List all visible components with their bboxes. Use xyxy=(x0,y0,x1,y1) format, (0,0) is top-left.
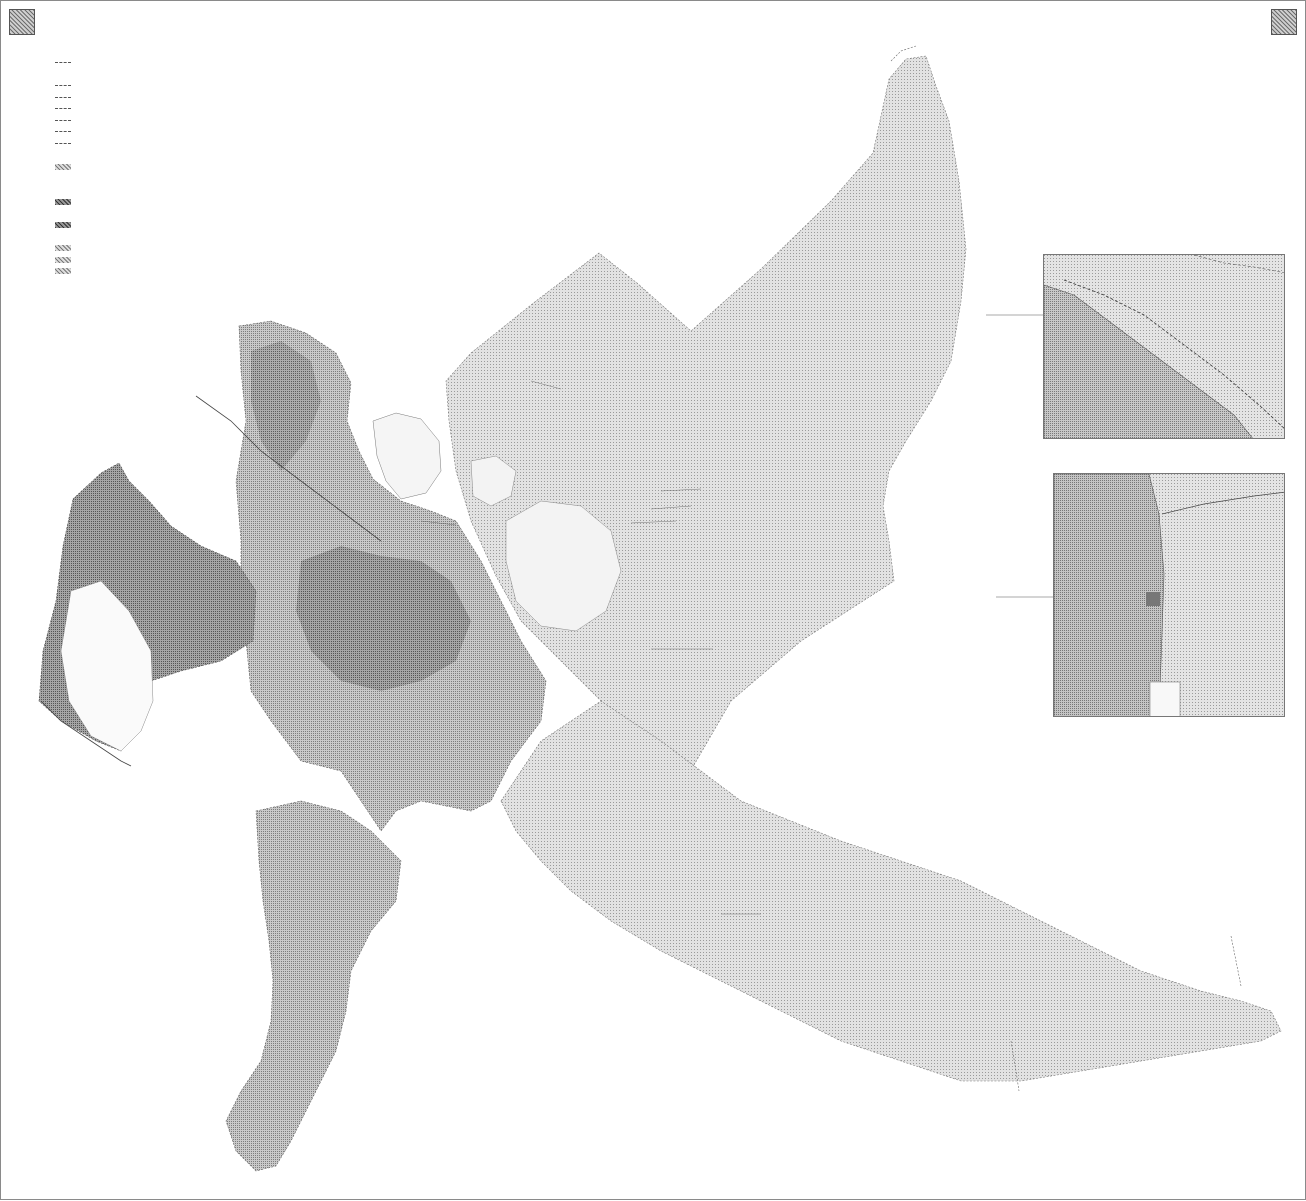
river-area xyxy=(372,412,442,500)
legend-row xyxy=(55,219,245,231)
territory-south-corridor xyxy=(225,800,402,1172)
road-line xyxy=(890,45,917,62)
legend-symbol-icon xyxy=(55,71,71,77)
legend-symbol-icon xyxy=(55,108,71,110)
label-leader xyxy=(660,488,702,492)
inset-fragment-1 xyxy=(1043,254,1285,439)
legend-row xyxy=(55,57,245,69)
legend-row xyxy=(55,115,245,127)
label-leader xyxy=(530,380,562,390)
label-leader xyxy=(420,520,457,526)
road-line xyxy=(1230,935,1242,987)
legend-row xyxy=(55,208,245,220)
territory-urban-core xyxy=(251,341,321,471)
legend-symbol-icon xyxy=(55,153,71,159)
legend-row xyxy=(55,266,245,278)
corner-marker-icon xyxy=(9,9,35,35)
map-legend xyxy=(55,57,245,277)
legend-symbol-icon xyxy=(55,256,71,263)
label-leader xyxy=(650,505,692,510)
legend-row xyxy=(55,173,245,185)
legend-row xyxy=(55,161,245,173)
territory-west-inner xyxy=(60,580,154,752)
legend-row xyxy=(55,92,245,104)
legend-symbol-icon xyxy=(55,119,71,122)
road-line xyxy=(1010,1040,1020,1092)
legend-row xyxy=(55,196,245,208)
legend-row xyxy=(55,80,245,92)
legend-symbol-icon xyxy=(55,142,71,145)
legend-symbol-icon xyxy=(55,84,71,87)
legend-symbol-icon xyxy=(55,176,71,182)
legend-symbol-icon xyxy=(55,187,71,193)
legend-row xyxy=(55,243,245,255)
legend-row xyxy=(55,69,245,81)
label-leader xyxy=(630,520,677,524)
territory-urban-core xyxy=(296,546,471,691)
river-area xyxy=(505,500,622,632)
legend-row xyxy=(55,150,245,162)
legend-row xyxy=(55,127,245,139)
corner-marker-icon xyxy=(1271,9,1297,35)
road-line xyxy=(40,700,132,767)
road-line xyxy=(195,395,382,542)
river-area xyxy=(470,455,517,507)
legend-symbol-icon xyxy=(55,131,71,133)
legend-symbol-icon xyxy=(55,211,71,217)
legend-symbol-icon xyxy=(55,198,71,205)
legend-row xyxy=(55,254,245,266)
legend-symbol-icon xyxy=(55,61,71,64)
inset-2-drawing xyxy=(1054,474,1284,716)
inset-1-drawing xyxy=(1044,255,1284,438)
legend-row xyxy=(55,138,245,150)
legend-row xyxy=(55,185,245,197)
legend-symbol-icon xyxy=(55,96,71,99)
inset-fragment-2 xyxy=(1053,473,1285,717)
legend-symbol-icon xyxy=(55,234,71,240)
territory-southeast xyxy=(500,700,1282,1082)
legend-row xyxy=(55,103,245,115)
legend-symbol-icon xyxy=(55,164,71,171)
legend-row xyxy=(55,231,245,243)
legend-symbol-icon xyxy=(55,245,71,252)
legend-symbol-icon xyxy=(55,222,71,229)
legend-symbol-icon xyxy=(55,268,71,275)
